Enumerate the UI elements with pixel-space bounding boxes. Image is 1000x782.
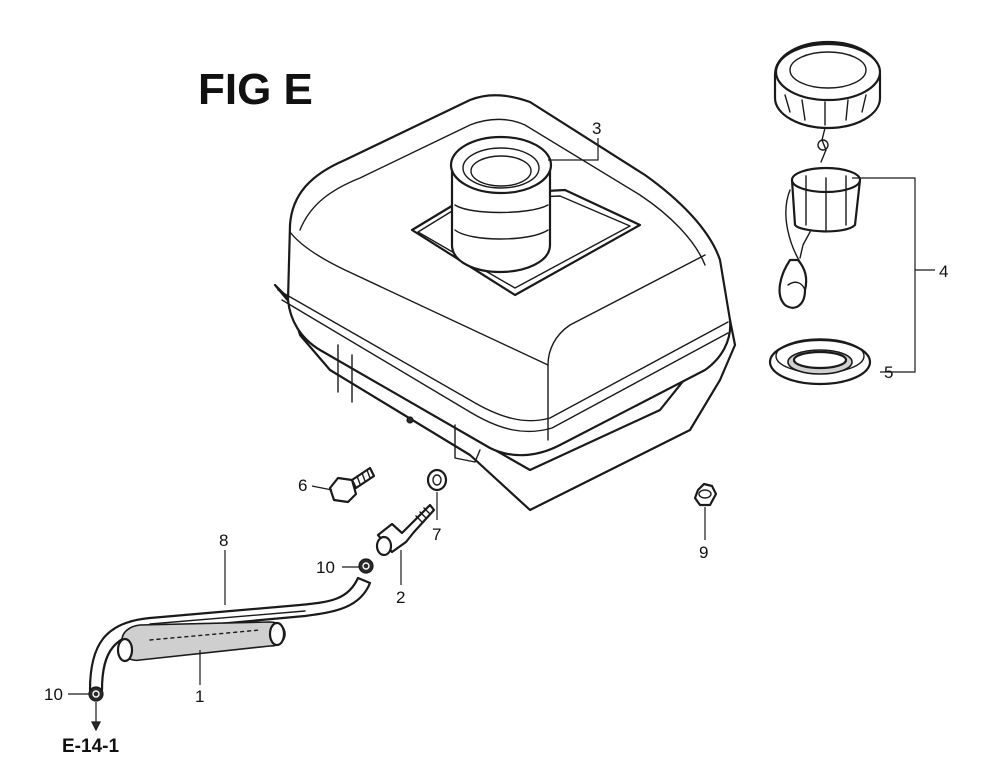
fuel-cap — [773, 40, 882, 130]
filter-seal — [768, 338, 872, 386]
callout-6: 6 — [298, 476, 307, 495]
reference-arrow-head — [91, 721, 101, 732]
callout-1: 1 — [195, 687, 204, 706]
fuel-joint — [375, 503, 436, 557]
fuel-tank — [273, 94, 737, 512]
callout-5: 5 — [884, 363, 893, 382]
flange-bolt — [328, 466, 376, 504]
cross-reference: E-14-1 — [62, 736, 119, 757]
callout-3: 3 — [592, 119, 601, 138]
callout-9: 9 — [699, 543, 708, 562]
callout-10-upper: 10 — [316, 558, 335, 577]
figure-title: FIG E — [198, 65, 313, 114]
grommet — [693, 482, 718, 507]
hose-clip-upper — [358, 558, 374, 574]
leader-3 — [548, 138, 599, 161]
callout-10-lower: 10 — [44, 685, 63, 704]
tube-protector — [116, 621, 286, 663]
leader-6 — [311, 485, 333, 491]
callout-4: 4 — [939, 262, 948, 281]
hose-clip-lower — [88, 686, 104, 702]
callout-8: 8 — [219, 531, 228, 550]
cap-strainer — [785, 166, 862, 263]
callout-7: 7 — [432, 525, 441, 544]
callout-2: 2 — [396, 588, 405, 607]
bracket-4-5 — [852, 177, 935, 373]
chain-clip — [778, 258, 808, 309]
washer — [426, 468, 448, 492]
